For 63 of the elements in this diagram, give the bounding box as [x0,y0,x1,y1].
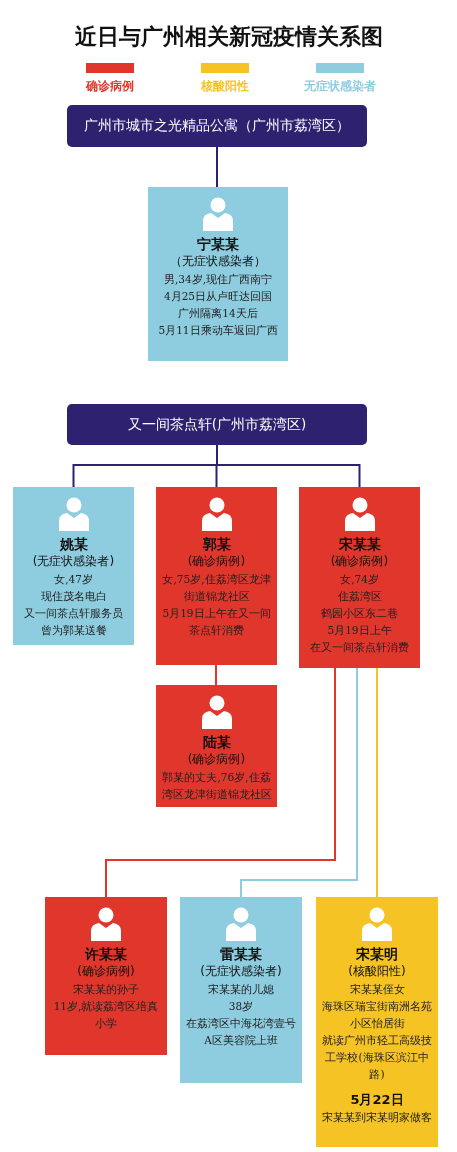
diagram-title: 近日与广州相关新冠疫情关系图 [73,23,384,51]
person-details: 鹤园小区东二巷 [321,606,398,621]
location-name: 广州市城市之光精品公寓（广州市荔湾区） [84,117,350,135]
person-card [13,487,134,645]
case-status: (无症状感染者) [32,553,115,570]
person-details: 女,74岁 [340,572,379,587]
connector-line [215,664,217,686]
person-details: 又一间茶点轩服务员 [24,606,123,621]
person-card [316,897,438,1147]
case-status: (确诊病例) [187,751,246,768]
person-details: 在荔湾区中海花湾壹号A区美容院上班 [185,1016,297,1048]
person-card [156,685,277,807]
location-box [67,105,367,147]
person-details: 38岁 [228,999,254,1014]
person-details: 宋某某侄女 [349,982,405,997]
person-name: 郭某 [202,535,231,553]
person-details: 5月11日乘动车返回广西 [158,323,278,338]
person-name: 陆某 [202,733,231,751]
case-status: (核酸阳性) [348,963,406,980]
location-box [67,404,367,445]
case-status: (无症状感染者) [200,963,282,980]
person-details: 宋某某的儿媳 [208,982,274,997]
person-details: 宋某某到宋某明家做客 [322,1110,432,1125]
person-details: 广州隔离14天后 [178,306,258,321]
legend-label: 核酸阳性 [201,78,249,95]
person-name: 许某某 [85,945,127,963]
person-details: 宋某某的孙子 [73,982,139,997]
connector-line [105,667,336,898]
case-status: (确诊病例) [330,553,389,570]
legend-label: 无症状感染者 [304,78,376,95]
date-heading: 5月22日 [350,1091,404,1109]
person-details: 在又一间茶点轩消费 [310,640,409,655]
case-status: (确诊病例) [187,553,246,570]
person-details: 海珠区瑞宝街南洲名苑小区怡居街 [321,999,433,1031]
person-details: 5月19日上午 [327,623,392,638]
person-details: 就读广州市轻工高级技工学校(海珠区滨江中路) [321,1033,433,1082]
connector-line [216,146,218,188]
person-details: 女,47岁 [54,572,93,587]
person-details: 郭某的丈夫,76岁,住荔湾区龙津街道锦龙社区 [160,770,273,802]
person-details: 5月19日上午在又一间茶点轩消费 [161,606,272,638]
person-name: 宋某某 [338,535,381,553]
person-card [156,487,277,665]
case-status: （无症状感染者） [170,253,266,270]
connector-line [240,667,358,898]
location-name: 又一间茶点轩(广州市荔湾区) [127,415,307,434]
person-details: 曾为郭某送餐 [40,623,107,638]
person-details: 住荔湾区 [337,589,382,604]
person-details: 男,34岁,现住广西南宁 [163,272,272,287]
person-details: 11岁,就读荔湾区培真小学 [52,999,160,1031]
person-name: 姚某 [59,535,88,553]
person-card [45,897,167,1055]
person-card [180,897,302,1083]
person-card [299,487,420,668]
legend-label: 确诊病例 [86,78,134,95]
person-details: 4月25日从卢旺达回国 [163,289,272,304]
person-details: 现住茂名电白 [40,589,107,604]
person-details: 女,75岁,住荔湾区龙津街道锦龙社区 [161,572,272,604]
connector-line [376,667,378,898]
person-card [148,187,288,361]
case-status: (确诊病例) [77,963,135,980]
person-name: 宁某某 [197,235,239,253]
person-name: 宋某明 [356,945,398,963]
person-name: 雷某某 [220,945,262,963]
